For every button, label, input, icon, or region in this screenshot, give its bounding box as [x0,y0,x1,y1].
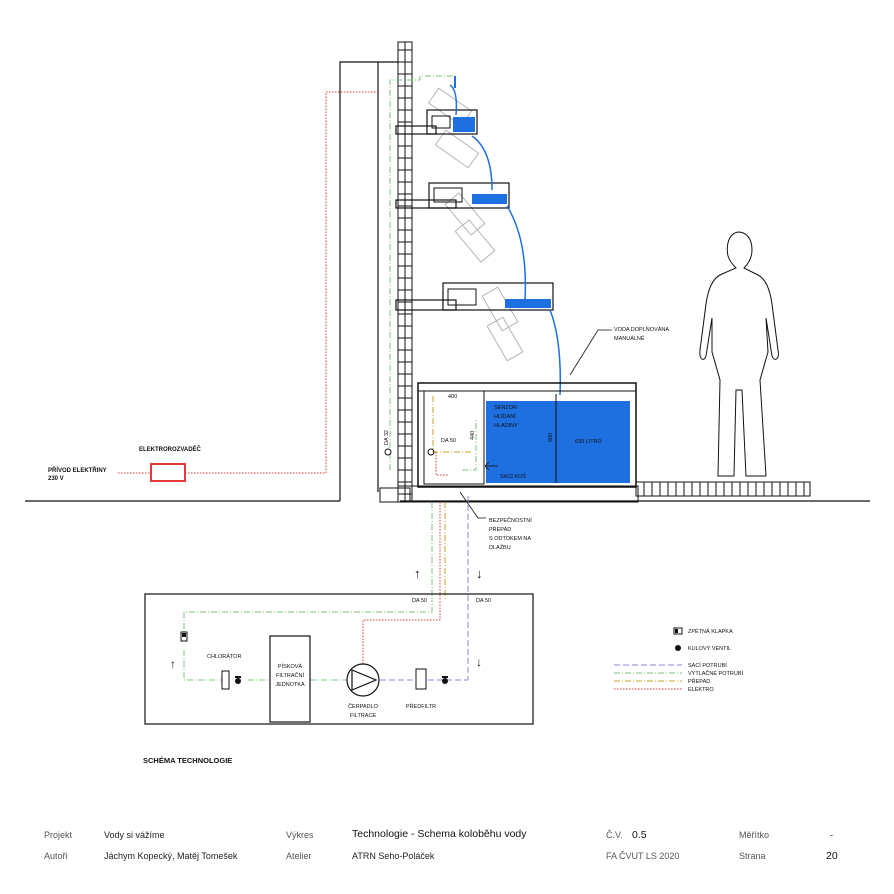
meritko-value: - [830,830,833,840]
pump-label-2: FILTRACE [350,713,377,719]
legend: ZPĚTNÁ KLAPKA KULOVÝ VENTIL SACÍ POTRUBÍVÝ… [614,627,743,693]
bezp-label-1: BEZPEČNOSTNÍ [489,517,532,524]
bezp-label-3: S ODTOKEM NA [489,536,531,542]
dim-400: 400 [448,394,457,400]
arrow-down-right: ↓ [476,655,482,669]
legend-label: ZPĚTNÁ KLAPKA [688,627,733,635]
bezp-leader [459,491,486,519]
projekt-value: Vody si vážíme [104,830,165,840]
da50-right-label: DA 50 [476,598,491,604]
legend-label: PŘEPAD [688,677,710,685]
legend-item: ELEKTRO [614,687,714,693]
senzor-label-2: HLÍDÁNÍ [494,413,516,420]
voda-label-2: MANUÁLNĚ [614,334,645,342]
atelier-value: ATRN Seho-Poláček [352,851,435,861]
autori-value: Jáchym Kopecký, Matěj Tomešek [104,851,238,861]
schematic-pipes [183,600,468,681]
ball-valve-icon [235,676,241,684]
cv-value: 0.5 [632,829,647,841]
arrow-up-left: ↑ [170,657,176,671]
arrow-up-top: ↑ [414,566,421,581]
privod-label-2: 230 V [48,476,64,482]
bezp-label-2: PŘEPAD [489,525,511,533]
electrical-distribution-board [150,463,186,482]
privod-label-1: PŘÍVOD ELEKTŘINY [48,466,107,474]
chlorator-label: CHLORÁTOR [207,653,241,660]
prefilter-unit [415,668,427,690]
vykres-label: Výkres [286,830,314,840]
filter-label-2: FILTRAČNÍ [276,672,304,679]
meritko-label: Měřítko [739,830,770,840]
projekt-label: Projekt [44,830,73,840]
elektrorozvadec-label: ELEKTROROZVADĚČ [139,445,202,453]
legend-item: SACÍ POTRUBÍ [614,662,727,669]
container-3 [395,282,554,311]
autori-label: Autoři [44,851,68,861]
saci-kos-label: SACÍ KOŠ [500,473,526,480]
electro-line [118,91,378,474]
chlorator-unit [221,670,230,690]
sand-filter-unit [269,635,311,723]
strana-value: 20 [826,850,838,862]
technology-box [144,593,534,725]
legend-item: PŘEPAD [614,677,710,685]
vykres-value: Technologie - Schema koloběhu vody [352,828,527,840]
legend-label: KULOVÝ VENTIL [688,645,731,652]
legend-item: VÝTLAČNÉ POTRUBÍ [614,670,743,677]
container-1 [395,109,478,135]
dim-600: 600 [548,433,554,442]
main-tank [397,382,639,503]
ball-valve-icon-2 [442,676,448,684]
riser-pipes [431,496,469,680]
school-label: FA ČVUT LS 2020 [606,851,680,861]
tilted-container-outlines [427,87,524,362]
pump-label-1: ČERPADLO [348,703,379,710]
filter-label-1: PÍSKOVÁ [278,663,302,670]
ball-valve-legend-icon [675,645,681,651]
atelier-label: Atelier [286,851,312,861]
bezp-label-4: DLAŽBU [489,543,511,551]
building-wall [339,61,398,501]
liters-label: 630 LITRŮ [575,438,602,445]
deck [635,481,811,497]
pump-icon [346,663,380,697]
footer: Projekt Vody si vážíme Autoři Jáchym Kop… [0,826,894,866]
legend-item: KULOVÝ VENTIL [675,645,731,652]
water-streams [449,84,562,396]
voda-leader [569,329,612,376]
senzor-label-1: SENZOR [494,405,517,411]
human-figure [699,231,779,477]
tank-pipes [384,396,477,476]
da32-label: DA 32 [384,430,390,445]
predfiltr-label: PŘEDFILTR [406,702,436,710]
strana-label: Strana [739,851,766,861]
legend-label: VÝTLAČNÉ POTRUBÍ [688,670,743,677]
cv-label: Č.V. [606,830,623,840]
senzor-label-3: HLADINY [494,423,518,429]
voda-label-1: VODA DOPLŇOVÁNA [614,326,669,333]
filter-label-3: JEDNOTKA [275,682,305,688]
legend-label: SACÍ POTRUBÍ [688,662,727,669]
da50-left-label: DA 50 [412,598,427,604]
legend-label: ELEKTRO [688,687,714,693]
legend-item: ZPĚTNÁ KLAPKA [673,627,733,635]
arrow-down-top: ↓ [476,566,483,581]
container-2 [395,182,510,209]
schema-title: SCHÉMA TECHNOLOGIE [143,756,232,765]
feed-pipe [389,75,456,470]
dim-440: 440 [470,431,476,440]
da50-tank-label: DA 50 [441,438,456,444]
